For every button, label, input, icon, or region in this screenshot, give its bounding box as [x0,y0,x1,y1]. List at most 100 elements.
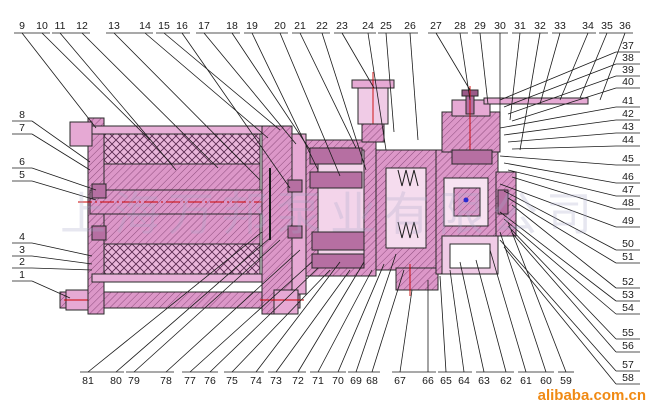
leader-line [231,269,331,373]
part-label-6: 6 [19,156,25,168]
part-label-65: 65 [440,375,452,387]
part-label-35: 35 [601,20,613,32]
part-label-43: 43 [622,121,634,133]
leader-line [113,32,261,181]
part-label-46: 46 [622,171,634,183]
part-label-12: 12 [76,20,88,32]
part-label-15: 15 [158,20,170,32]
leader-lines [12,32,640,385]
part-label-1: 1 [19,269,25,281]
leader-line [459,261,485,373]
leader-line [511,145,617,150]
leader-line [511,232,617,353]
middle-foot [273,289,299,315]
part-label-28: 28 [454,20,466,32]
part-label-70: 70 [332,375,344,387]
leader-line [371,269,405,373]
part-label-77: 77 [184,375,196,387]
part-label-23: 23 [336,20,348,32]
leader-line [475,259,507,373]
leader-line [507,169,617,197]
part-label-32: 32 [534,20,546,32]
leader-line [507,132,617,143]
left-bearing-bottom [91,225,107,241]
part-label-38: 38 [622,52,634,64]
leader-line [503,246,617,385]
discharge-inner [449,243,491,269]
part-label-55: 55 [622,327,634,339]
part-label-39: 39 [622,64,634,76]
part-label-57: 57 [622,359,634,371]
leader-line [539,32,561,105]
part-label-53: 53 [622,289,634,301]
part-label-34: 34 [582,20,594,32]
part-label-7: 7 [19,122,25,134]
leader-line [507,75,617,115]
part-label-62: 62 [500,375,512,387]
lower-gear [311,231,365,251]
leader-line [479,32,489,105]
part-label-81: 81 [82,375,94,387]
part-label-26: 26 [404,20,416,32]
leader-line [255,261,341,373]
leader-line [144,32,269,139]
part-label-45: 45 [622,153,634,165]
leader-line [163,32,281,131]
leader-line [367,32,387,151]
part-label-75: 75 [226,375,238,387]
leader-line [511,176,617,210]
leader-line [87,231,263,373]
part-label-40: 40 [622,76,634,88]
part-label-69: 69 [350,375,362,387]
leader-line [503,218,617,315]
lower-gear-2 [311,253,365,269]
part-label-52: 52 [622,276,634,288]
part-label-14: 14 [139,20,151,32]
part-label-73: 73 [270,375,282,387]
leader-line [499,211,617,302]
part-label-50: 50 [622,238,634,250]
leader-line [499,231,547,373]
part-label-74: 74 [250,375,262,387]
leader-line [499,239,617,372]
spring-top [397,169,419,187]
leader-line [31,242,93,257]
part-label-37: 37 [622,40,634,52]
part-label-59: 59 [560,375,572,387]
part-label-29: 29 [474,20,486,32]
part-label-19: 19 [246,20,258,32]
upper-gear-2 [309,171,363,189]
leader-line [503,162,617,184]
leader-line [399,289,413,373]
leader-line [439,275,447,373]
leader-line [165,249,301,373]
part-label-22: 22 [316,20,328,32]
part-label-58: 58 [622,372,634,384]
part-label-25: 25 [380,20,392,32]
lower-tie-rod [91,273,281,283]
leader-line [275,269,351,373]
bottom-flange [395,267,439,291]
leader-line [409,32,419,141]
left-end-plate [87,117,105,315]
part-label-78: 78 [160,375,172,387]
part-label-31: 31 [514,20,526,32]
part-label-49: 49 [622,215,634,227]
part-label-44: 44 [622,134,634,146]
part-label-5: 5 [19,169,25,181]
leader-line [503,119,617,136]
part-label-10: 10 [36,20,48,32]
part-label-24: 24 [362,20,374,32]
seal-inner [385,167,427,249]
part-label-20: 20 [274,20,286,32]
part-label-17: 17 [198,20,210,32]
leader-line [507,197,617,264]
part-label-36: 36 [619,20,631,32]
leader-line [511,87,617,122]
part-label-60: 60 [540,375,552,387]
leader-line [31,280,71,299]
leader-line [355,253,397,373]
leader-line [279,32,341,177]
leader-line [31,255,93,265]
cross-section-drawing [59,72,589,315]
